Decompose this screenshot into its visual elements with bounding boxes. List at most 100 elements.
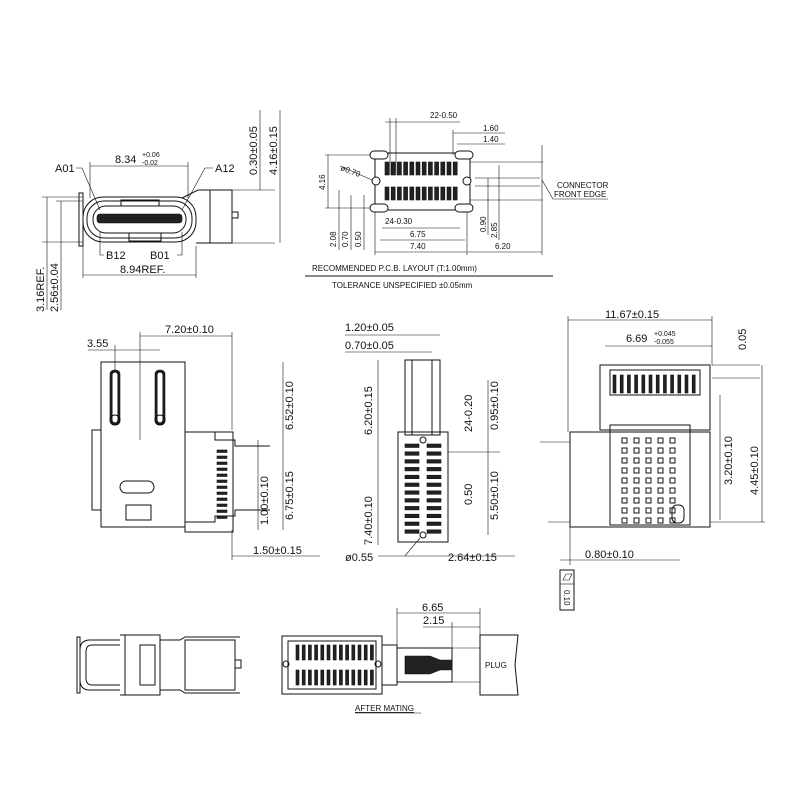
bottom-pin	[404, 443, 420, 448]
dim-0-05: 0.05	[737, 329, 749, 350]
dim-2-08: 2.08	[329, 231, 338, 247]
top-pins	[216, 449, 228, 519]
plug-body	[479, 634, 519, 696]
side-view: 11.67±0.15 6.69 +0.045 -0.055 0.05 3.20±…	[540, 309, 765, 611]
mating-pin	[320, 644, 325, 661]
side-pin	[670, 374, 674, 394]
tol-minus: -0.02	[142, 160, 158, 167]
mating-left-view	[76, 634, 242, 696]
dim-7-40: 7.40	[410, 242, 426, 251]
contact-cell	[669, 467, 676, 474]
pcb-pad	[397, 161, 402, 176]
dim-0-50-bottom: 0.50	[463, 484, 475, 505]
dim-1-50: 1.50±0.15	[253, 545, 302, 557]
contact-cell	[645, 437, 652, 444]
contact-cell	[645, 497, 652, 504]
flatness-value: 0.10	[562, 590, 571, 606]
top-pin	[216, 461, 228, 465]
contact-cell	[657, 507, 664, 514]
contact-cell	[669, 457, 676, 464]
pcb-pad	[409, 186, 415, 201]
contact-cell	[633, 437, 640, 444]
contact-cell	[657, 467, 664, 474]
dim-hole-055: ø0.55	[345, 552, 373, 564]
side-top	[599, 364, 711, 431]
mating-pin	[295, 644, 300, 661]
contact-cell	[633, 457, 640, 464]
contact-cell	[645, 517, 652, 524]
tongue	[96, 213, 183, 224]
dim-3-20: 3.20±0.10	[723, 436, 735, 485]
contact-cell	[645, 487, 652, 494]
contact-cell	[621, 447, 628, 454]
contact-cell	[621, 437, 628, 444]
bottom-pin	[426, 529, 442, 534]
dim-24-030: 24-0.30	[385, 217, 413, 226]
top-pin	[216, 503, 228, 507]
slot-tr	[454, 150, 474, 160]
dim-0-95: 0.95±0.10	[489, 381, 501, 430]
side-pin	[648, 374, 653, 394]
dim-6-20-bottom: 6.20±0.15	[363, 386, 375, 435]
bottom-pin	[426, 443, 442, 448]
dim-6-75-top: 6.75±0.15	[284, 471, 296, 520]
dim-2-15: 2.15	[423, 615, 444, 627]
dim-22-050: 22-0.50	[430, 111, 458, 120]
pcb-pad	[390, 186, 396, 201]
pcb-pad	[428, 161, 433, 176]
contact-cell	[657, 437, 664, 444]
contact-cell	[669, 477, 676, 484]
label-a12: A12	[215, 163, 235, 175]
dim-1-00: 1.00±0.10	[259, 476, 271, 525]
bottom-pin	[426, 490, 442, 495]
contact-cell	[621, 457, 628, 464]
dim-2-64: 2.64±0.15	[448, 552, 497, 564]
bottom-pin	[404, 482, 420, 487]
bottom-pin	[404, 490, 420, 495]
side-contact-grid	[621, 437, 676, 524]
side-pin	[663, 374, 667, 394]
pcb-pad	[421, 186, 427, 201]
side-pin	[691, 374, 696, 394]
label-b01: B01	[150, 250, 170, 262]
contact-cell	[669, 437, 676, 444]
top-pin	[216, 455, 228, 459]
mating-pin	[326, 644, 331, 661]
pcb-outline	[374, 152, 471, 211]
top-pin	[216, 449, 228, 453]
top-view: 3.55 7.20±0.10 6.52±0.10 6.75±0.15 1.00±…	[87, 324, 320, 560]
bottom-pins	[404, 443, 442, 534]
mating-pin	[326, 669, 331, 686]
contact-cell	[657, 447, 664, 454]
pcb-pad	[403, 186, 408, 201]
dim-6-65: 6.65	[422, 602, 443, 614]
connector-label: CONNECTOR	[557, 181, 609, 190]
bottom-body	[397, 431, 449, 543]
top-pin	[216, 491, 228, 495]
dim-1-40: 1.40	[483, 135, 499, 144]
mating-pin	[314, 644, 318, 661]
bottom-pin	[404, 498, 420, 503]
contact-cell	[633, 447, 640, 454]
side-pin	[684, 374, 689, 394]
contact-cell	[633, 487, 640, 494]
mating-pin	[301, 669, 306, 686]
side-pin	[641, 374, 646, 394]
after-mating-caption: AFTER MATING	[355, 704, 414, 713]
label-a01: A01	[55, 163, 75, 175]
pcb-pad	[384, 186, 390, 201]
side-top-pins	[612, 374, 696, 394]
pcb-pad	[390, 161, 396, 176]
pcb-layout-title: RECOMMENDED P.C.B. LAYOUT (T:1.00mm)	[312, 264, 477, 273]
dim-7-20: 7.20±0.10	[165, 324, 214, 336]
pcb-pad	[440, 161, 446, 176]
dim-2-85: 2.85	[490, 222, 499, 238]
mating-pin	[308, 644, 312, 661]
dim-1-60: 1.60	[483, 124, 499, 133]
mating-pin	[332, 669, 337, 686]
tol-minus-side: -0.055	[654, 339, 674, 346]
bottom-pin	[426, 459, 442, 464]
tol-plus: +0.06	[142, 152, 160, 159]
contact-cell	[669, 497, 676, 504]
